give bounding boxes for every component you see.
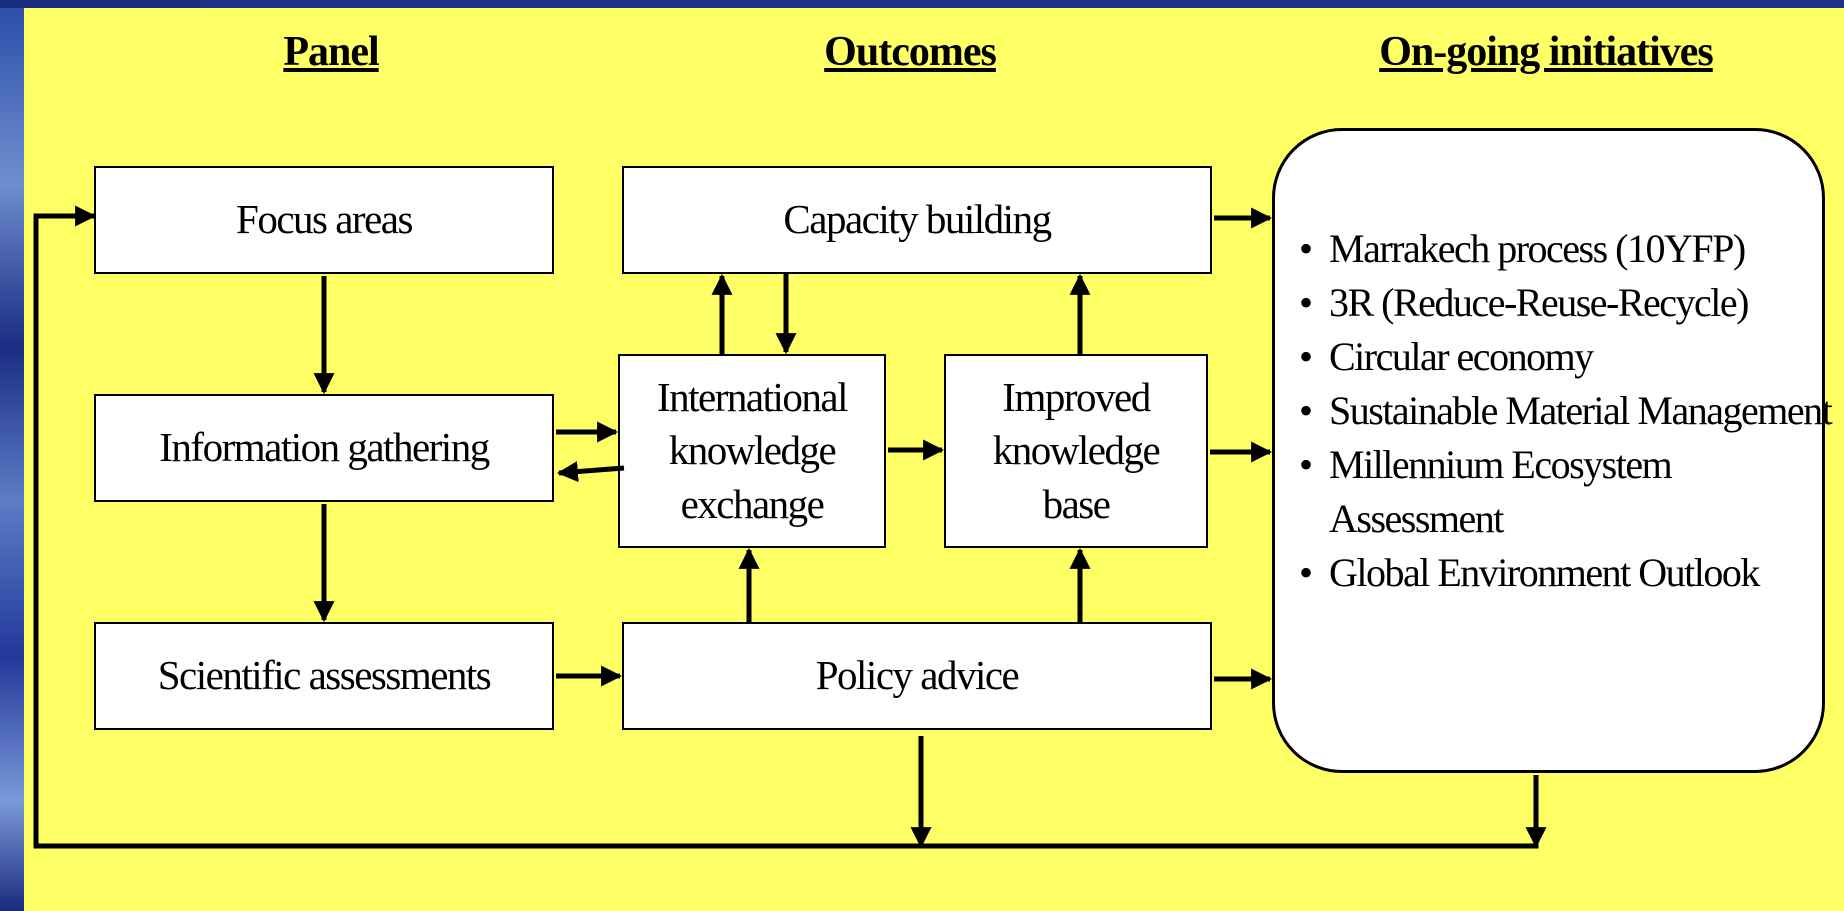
background-top-strip [0,0,200,8]
heading-outcomes: Outcomes [824,29,997,75]
arrow-exchange-to-info [556,461,625,483]
initiative-item: Marrakech process (10YFP) [1272,222,1832,276]
heading-initiatives: On-going initiatives [1379,29,1714,75]
initiative-item: Sustainable Material Management [1272,384,1833,438]
initiative-item: Global Environment Outlook [1272,546,1832,600]
box-information-gathering: Information gathering [94,394,554,502]
box-improved-knowledge-base: Improved knowledge base [944,354,1208,548]
box-international-knowledge-exchange: International knowledge exchange [618,354,886,548]
box-focus-areas: Focus areas [94,166,554,274]
heading-panel: Panel [283,29,379,75]
initiatives-list: Marrakech process (10YFP) 3R (Reduce-Reu… [1272,222,1833,600]
background-strip [0,0,24,911]
box-capacity-building: Capacity building [622,166,1212,274]
initiative-item: Millennium Ecosystem Assessment [1272,438,1832,546]
box-scientific-assessments: Scientific assessments [94,622,554,730]
initiative-item: 3R (Reduce-Reuse-Recycle) [1272,276,1832,330]
initiative-item: Circular economy [1272,330,1832,384]
box-policy-advice: Policy advice [622,622,1212,730]
